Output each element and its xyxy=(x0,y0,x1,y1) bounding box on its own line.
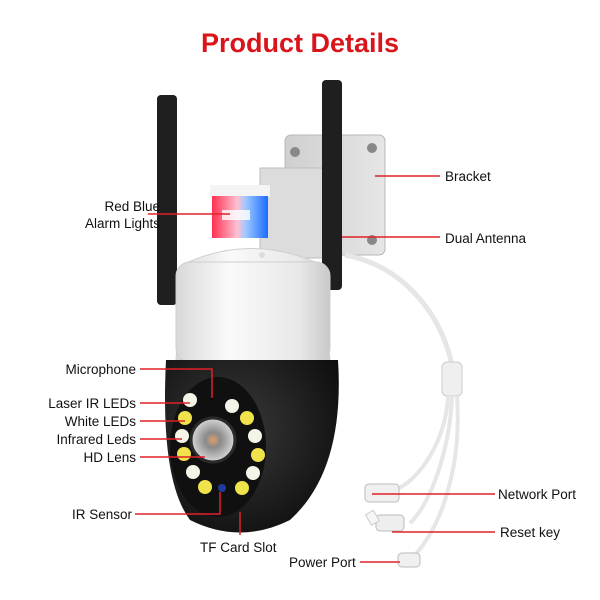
label-white-leds: White LEDs xyxy=(64,414,136,429)
label-line: Red Blue xyxy=(104,199,160,214)
label-tf-card-slot: TF Card Slot xyxy=(200,540,277,555)
label-dual-antenna: Dual Antenna xyxy=(445,231,527,246)
label-power-port: Power Port xyxy=(289,555,356,570)
label-bracket: Bracket xyxy=(445,169,491,184)
label-red-blue-alarm-lights: Red Blue Alarm Lights xyxy=(85,198,160,232)
label-network-port: Network Port xyxy=(498,487,577,502)
callout-lines xyxy=(135,175,495,563)
hd-lens xyxy=(189,416,237,464)
label-reset-key: Reset key xyxy=(500,525,561,540)
label-ir-sensor: IR Sensor xyxy=(71,507,132,522)
label-infrared-leds: Infrared Leds xyxy=(56,432,136,447)
page-title: Product Details xyxy=(200,28,400,58)
label-hd-lens: HD Lens xyxy=(83,450,136,465)
label-line: Alarm Lights xyxy=(84,216,160,231)
label-laser-ir-leds: Laser IR LEDs xyxy=(48,396,136,411)
label-microphone: Microphone xyxy=(65,362,136,377)
ir-sensor xyxy=(218,484,226,492)
